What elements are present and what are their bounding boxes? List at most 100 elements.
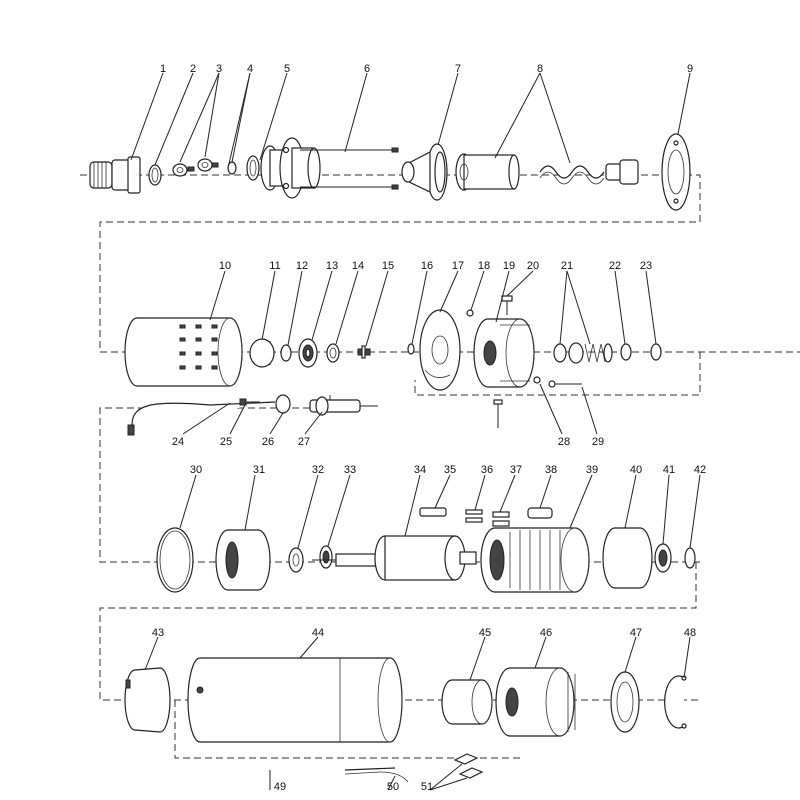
label-42: 42 [694, 464, 706, 476]
label-49: 49 [274, 781, 286, 793]
part-37-pin [492, 511, 510, 527]
part-2-o-ring [148, 164, 162, 186]
label-11: 11 [269, 260, 280, 272]
label-26: 26 [262, 436, 274, 448]
part-9-flange [661, 133, 691, 211]
label-6: 6 [364, 63, 370, 75]
part-7-pump-casing-cone [401, 143, 448, 201]
part-22-ring [620, 343, 632, 361]
label-46: 46 [540, 627, 552, 639]
label-9: 9 [687, 63, 693, 75]
part-33-bearing-washer [319, 545, 333, 569]
part-41-bearing [654, 543, 672, 573]
part-1-discharge-fitting [89, 156, 141, 194]
label-16: 16 [421, 260, 433, 272]
label-41: 41 [663, 464, 675, 476]
label-47: 47 [630, 627, 642, 639]
part-50-cable [344, 767, 409, 783]
part-labels: 1 2 3 4 5 6 7 8 9 10 11 12 13 14 15 16 1… [152, 63, 706, 793]
part-5-gasket [246, 155, 260, 181]
part-19-motor-head [473, 318, 535, 388]
label-17: 17 [452, 260, 464, 272]
label-31: 31 [253, 464, 265, 476]
assembly-flow-lines [80, 174, 800, 759]
part-44-motor-housing [187, 657, 403, 743]
part-25-screw [239, 398, 260, 406]
part-16-small-ring [407, 343, 415, 355]
part-31-end-cap [215, 529, 271, 591]
part-51-connectors [453, 753, 484, 779]
part-11-cap [249, 338, 275, 368]
part-6-pump-top-with-rods [260, 137, 399, 199]
label-4: 4 [247, 63, 253, 75]
label-20: 20 [527, 260, 539, 272]
label-12: 12 [296, 260, 308, 272]
label-44: 44 [312, 627, 324, 639]
label-39: 39 [586, 464, 598, 476]
label-15: 15 [382, 260, 394, 272]
label-8: 8 [537, 63, 543, 75]
part-23-ring [650, 343, 662, 361]
label-2: 2 [190, 63, 196, 75]
part-18-screw [466, 309, 474, 317]
part-38-sleeve [527, 507, 553, 519]
label-43: 43 [152, 627, 164, 639]
label-19: 19 [503, 260, 515, 272]
part-14-seal [326, 343, 340, 363]
part-10-filter-screen [124, 317, 243, 387]
label-30: 30 [190, 464, 202, 476]
part-3-check-valve-discs [172, 158, 219, 177]
label-36: 36 [481, 464, 493, 476]
label-32: 32 [312, 464, 324, 476]
part-8-stator-and-rotor-screw [455, 153, 639, 191]
part-15-screw [357, 345, 371, 359]
label-18: 18 [478, 260, 490, 272]
label-45: 45 [479, 627, 491, 639]
part-40-bearing-housing [602, 527, 653, 589]
label-22: 22 [609, 260, 621, 272]
part-13-bearing [298, 338, 318, 368]
part-39-stator-winding [480, 527, 590, 593]
label-34: 34 [414, 464, 426, 476]
part-32-washer [288, 547, 304, 573]
label-5: 5 [284, 63, 290, 75]
label-40: 40 [630, 464, 642, 476]
part-28-screw [533, 376, 541, 384]
part-45-sleeve [441, 679, 493, 725]
label-3: 3 [216, 63, 222, 75]
part-12-ring [280, 344, 292, 362]
part-29-pin [548, 380, 582, 388]
part-48-circlip [664, 675, 687, 729]
part-46-end-housing [495, 667, 576, 737]
part-34-rotor-shaft [312, 535, 477, 581]
label-24: 24 [172, 436, 184, 448]
part-42-circlip [684, 547, 696, 569]
part-27-shaft-coupling [309, 396, 378, 416]
part-36-pin [465, 509, 483, 523]
label-48: 48 [684, 627, 696, 639]
label-29: 29 [592, 436, 604, 448]
part-43-base-cap [124, 667, 171, 733]
part-21-spring-and-parts [553, 342, 613, 364]
part-47-seal-ring [610, 671, 640, 733]
label-27: 27 [298, 436, 310, 448]
label-35: 35 [444, 464, 456, 476]
label-21: 21 [561, 260, 573, 272]
label-38: 38 [545, 464, 557, 476]
label-51: 51 [421, 781, 433, 793]
part-17-plate [419, 309, 461, 391]
label-14: 14 [352, 260, 364, 272]
part-24-cable-guard [127, 401, 276, 436]
label-50: 50 [387, 781, 399, 793]
part-30-o-ring [156, 527, 194, 593]
part-35-key [419, 507, 447, 517]
label-28: 28 [558, 436, 570, 448]
label-10: 10 [219, 260, 231, 272]
label-25: 25 [220, 436, 232, 448]
label-7: 7 [455, 63, 461, 75]
label-13: 13 [326, 260, 338, 272]
part-26-clamp [275, 394, 291, 414]
leader-lines [130, 72, 701, 791]
label-1: 1 [160, 63, 166, 75]
